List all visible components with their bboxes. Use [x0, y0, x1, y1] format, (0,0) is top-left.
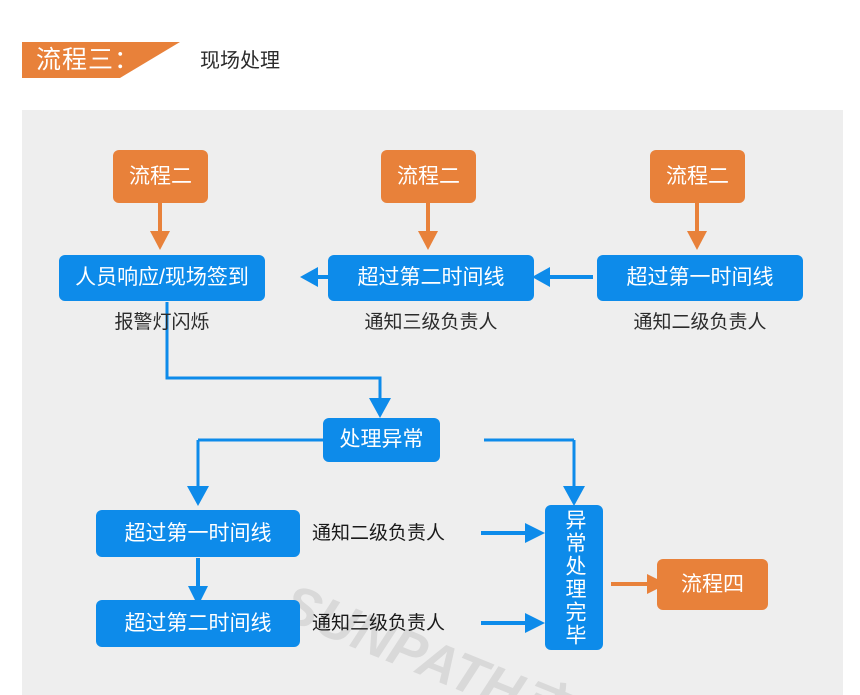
node-handle-exception[interactable]: 处理异常 [323, 418, 440, 462]
node-exception-complete[interactable]: 异常处理完毕 [545, 505, 603, 650]
node-next-process[interactable]: 流程四 [657, 559, 768, 610]
caption-response: 报警灯闪烁 [114, 312, 210, 333]
page-subtitle: 现场处理 [200, 50, 280, 72]
flowchart-panel: SUNPATH市鹏 流程二 流程二 流程二 人员响应/现场签到 超过第二时间线 … [22, 110, 843, 695]
node-escalation-first-timeline[interactable]: 超过第一时间线 [96, 510, 300, 557]
page-header: 流程三： 现场处理 [0, 0, 860, 110]
node-stage-response[interactable]: 人员响应/现场签到 [59, 255, 265, 301]
label-notify-level-two: 通知二级负责人 [312, 523, 446, 544]
node-escalation-second-timeline[interactable]: 超过第二时间线 [96, 600, 300, 647]
page-title: 流程三： [36, 46, 141, 74]
node-source-3[interactable]: 流程二 [650, 150, 745, 203]
label-notify-level-three: 通知三级负责人 [312, 613, 446, 634]
caption-second-timeline: 通知三级负责人 [364, 312, 498, 333]
node-source-2[interactable]: 流程二 [381, 150, 476, 203]
node-source-1[interactable]: 流程二 [113, 150, 208, 203]
caption-first-timeline: 通知二级负责人 [633, 312, 767, 333]
node-stage-first-timeline[interactable]: 超过第一时间线 [597, 255, 803, 301]
node-stage-second-timeline[interactable]: 超过第二时间线 [328, 255, 534, 301]
